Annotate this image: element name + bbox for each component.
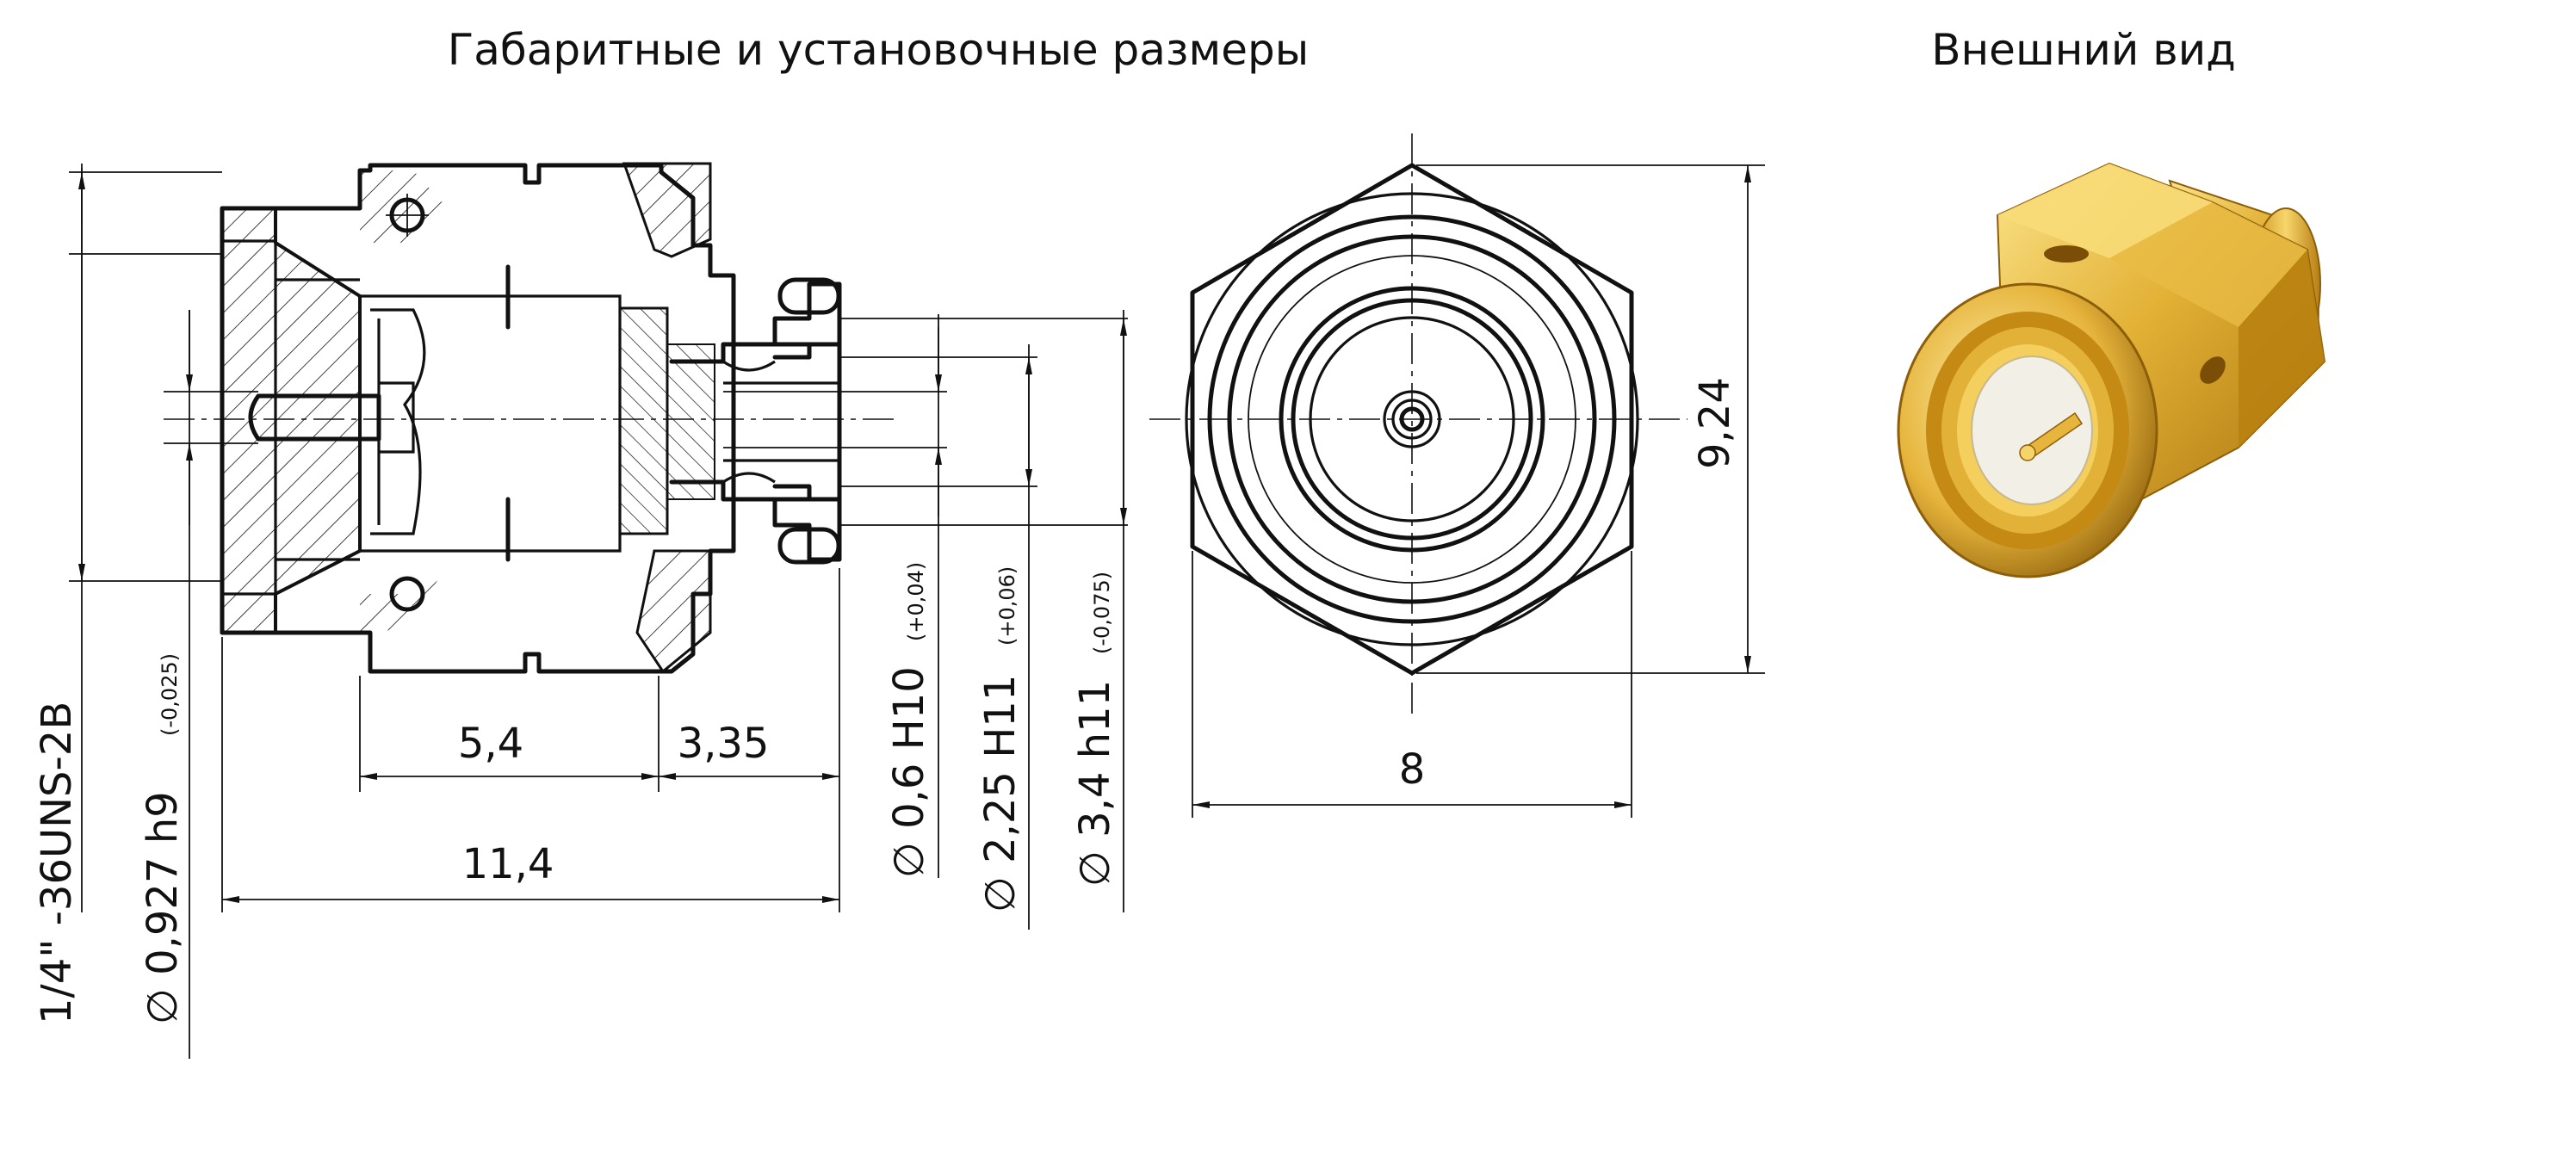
dielectric	[1971, 356, 2093, 505]
body-cavity	[360, 294, 622, 553]
dim-3-35: 3,35	[678, 720, 770, 768]
dim-3-4: ∅ 3,4 h11	[1071, 680, 1119, 887]
section-hatch-rear-low	[635, 549, 712, 674]
dim-0-6-tol: (+0,04)	[904, 562, 928, 641]
section-hatch-insulator2	[666, 343, 715, 500]
dim-9-24: 9,24	[1691, 377, 1739, 469]
dim-0-927-tol: (-0,025)	[158, 653, 182, 736]
front-dimensions: 8 9,24	[1192, 164, 1765, 818]
front-view	[1149, 133, 1687, 714]
coupling-nut-outline	[220, 163, 736, 674]
section-hatch-insulator	[618, 306, 669, 535]
dim-thread: 1/4" -36UNS-2B	[33, 702, 81, 1024]
dim-11-4: 11,4	[462, 840, 554, 888]
dim-8: 8	[1399, 745, 1426, 794]
dim-5-4: 5,4	[458, 720, 523, 768]
dim-2-25-tol: (+0,06)	[995, 566, 1019, 646]
section-dimensions: 5,4 3,35 11,4 1/4" -36UNS-2B ∅ 0,927 h9 …	[33, 164, 1128, 1059]
drawing-title: Габаритные и установочные размеры	[448, 25, 1309, 75]
section-hatch-nut-bottom	[360, 560, 448, 633]
front-opening	[222, 239, 277, 596]
lock-hole-bottom	[389, 576, 425, 612]
dim-2-25: ∅ 2,25 H11	[976, 675, 1025, 912]
section-hatch-outer	[220, 207, 362, 634]
photo-title: Внешний вид	[1931, 25, 2236, 75]
dim-0-6: ∅ 0,6 H10	[885, 666, 933, 878]
section-hatch-nut-top	[360, 170, 448, 243]
section-view	[164, 162, 895, 674]
product-photo	[1897, 162, 2326, 578]
dim-3-4-tol: (-0,075)	[1090, 572, 1114, 654]
center-pin	[248, 393, 381, 442]
section-hatch-rear	[622, 162, 712, 258]
dim-0-927: ∅ 0,927 h9	[139, 791, 187, 1024]
